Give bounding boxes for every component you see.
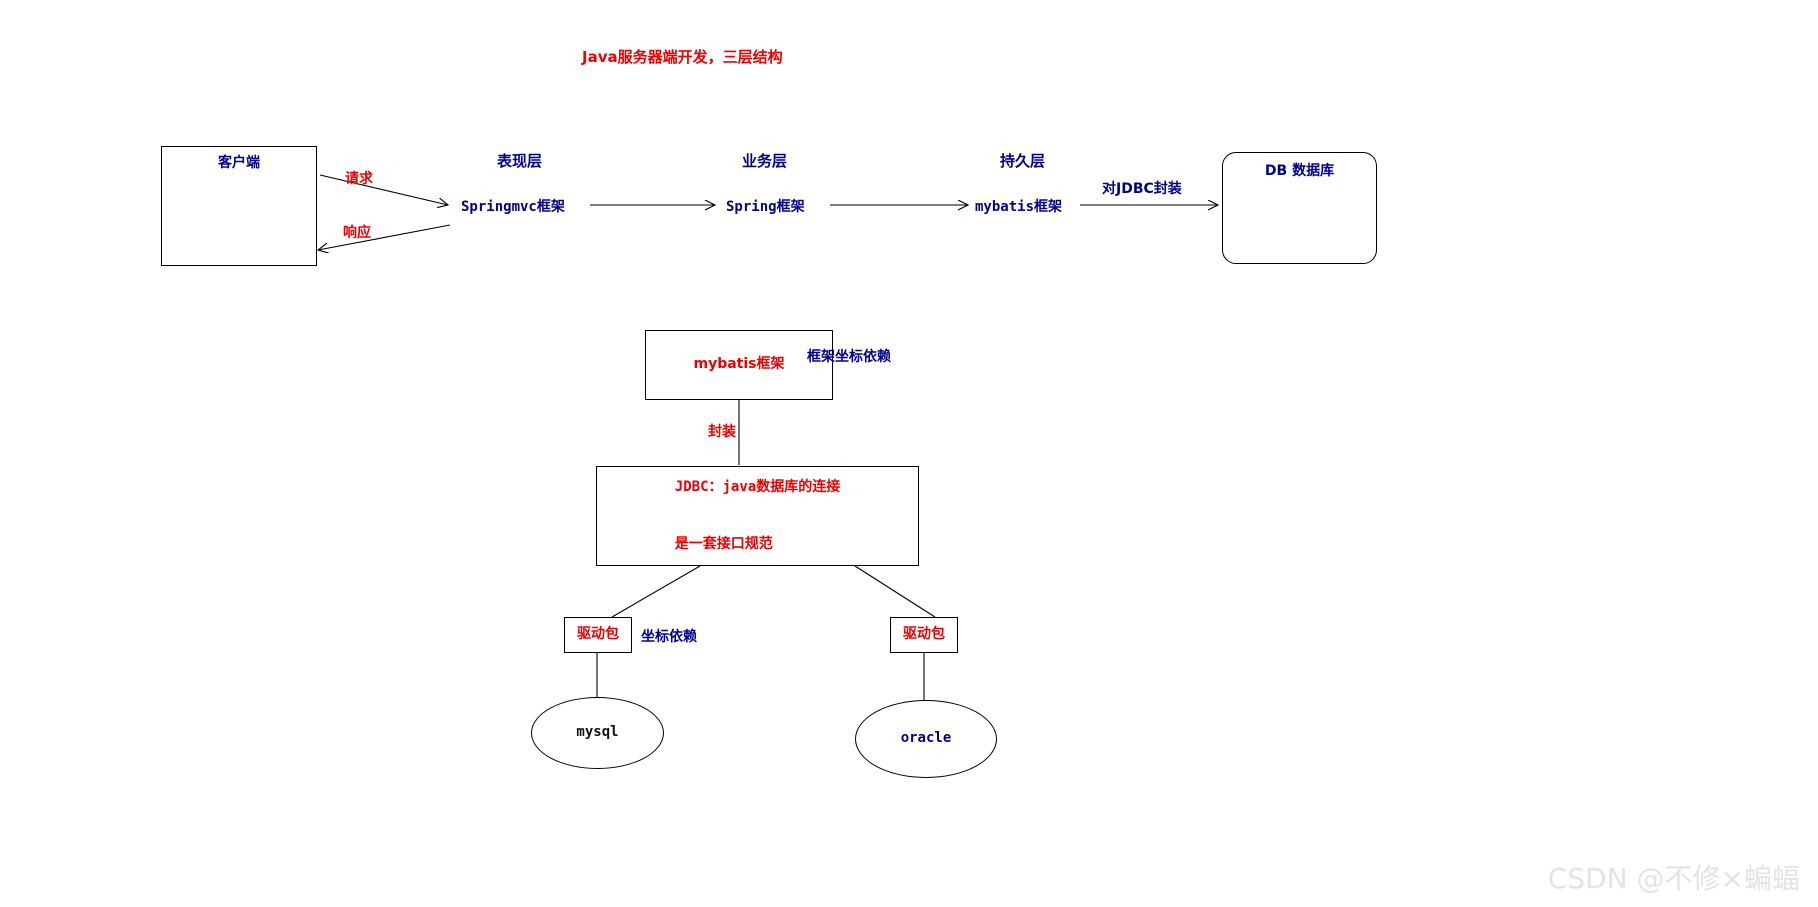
- mybatis-detail-box: mybatis框架: [645, 330, 833, 400]
- jdbc-wrap-label: 对JDBC封装: [1102, 181, 1182, 197]
- jdbc-box-text: JDBC：java数据库的连接 是一套接口规范: [675, 440, 840, 591]
- layer-title-presentation: 表现层: [497, 152, 543, 170]
- coordinate-dependency-label: 坐标依赖: [641, 629, 697, 645]
- driver-box-left: 驱动包: [564, 617, 632, 653]
- response-label: 响应: [343, 225, 371, 241]
- database-box-label: DB 数据库: [1264, 163, 1335, 179]
- jdbc-box-line-2: 是一套接口规范: [674, 535, 773, 552]
- driver-box-right: 驱动包: [890, 617, 958, 653]
- framework-mybatis: mybatis框架: [975, 199, 1063, 215]
- driver-box-right-label: 驱动包: [903, 626, 945, 643]
- driver-box-left-label: 驱动包: [577, 626, 619, 643]
- layer-title-persistence: 持久层: [1000, 152, 1046, 170]
- encapsulate-label: 封装: [708, 424, 736, 440]
- client-box: 客户端: [161, 146, 317, 266]
- mysql-ellipse-label: mysql: [576, 724, 619, 741]
- request-label: 请求: [345, 171, 373, 187]
- framework-spring: Spring框架: [726, 199, 805, 215]
- layer-title-service: 业务层: [742, 152, 788, 170]
- framework-coordinate-dependency-label: 框架坐标依赖: [807, 349, 891, 365]
- jdbc-box: JDBC：java数据库的连接 是一套接口规范: [596, 466, 919, 566]
- csdn-watermark: CSDN @不修×蝙蝠: [1547, 862, 1800, 895]
- oracle-ellipse: oracle: [855, 700, 997, 778]
- database-box: DB 数据库: [1222, 152, 1377, 264]
- framework-springmvc: Springmvc框架: [461, 199, 565, 215]
- edge-request: [319, 174, 448, 205]
- edge-jdbc-to-driver-right: [854, 565, 936, 618]
- edge-response: [318, 224, 451, 250]
- client-box-label: 客户端: [218, 155, 260, 171]
- jdbc-box-line-1: JDBC：java数据库的连接: [674, 479, 841, 496]
- oracle-ellipse-label: oracle: [900, 730, 952, 747]
- mysql-ellipse: mysql: [531, 697, 664, 769]
- page-title: Java服务器端开发，三层结构: [582, 48, 783, 66]
- mybatis-detail-box-label: mybatis框架: [693, 356, 785, 373]
